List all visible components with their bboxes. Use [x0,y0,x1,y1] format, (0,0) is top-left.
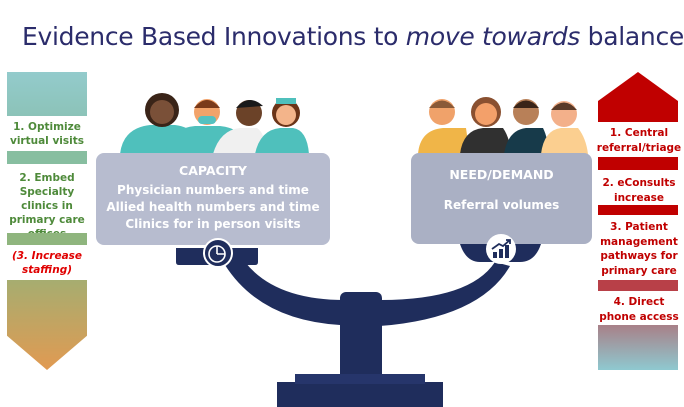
left-arrow-top-block [7,72,87,116]
slide-title: Evidence Based Innovations to move towar… [22,22,684,51]
demand-box: NEED/DEMAND Referral volumes [411,153,592,244]
title-emphasis: move towards [405,22,581,51]
right-arrow-segment [598,157,678,170]
right-arrow-segment [598,205,678,215]
demand-line: Referral volumes [443,198,560,212]
scale-post [340,292,382,397]
right-arrow-base [598,325,678,370]
patients-illustration [418,97,588,154]
right-item-2: 2. eConsults increase [602,177,676,204]
scale-right-arm [380,262,510,326]
healthcare-workers-illustration [120,93,309,154]
scale-base [277,382,443,407]
capacity-box: CAPACITY Physician numbers and time Alli… [96,153,330,245]
growth-chart-icon [486,234,516,264]
capacity-line: Allied health numbers and time [106,200,320,214]
capacity-line: Physician numbers and time [117,183,309,197]
title-text-end: balance [580,22,684,51]
demand-heading: NEED/DEMAND [449,167,554,182]
left-item-1: 1. Optimize virtual visits [9,121,85,147]
right-item-1: 1. Central referral/triage [596,127,682,154]
pie-chart-icon [203,238,233,268]
right-arrow-segment [598,280,678,291]
left-item-3-proposed: (3. Increase staffing) [11,250,83,276]
scale-left-arm [225,262,345,325]
capacity-heading: CAPACITY [179,163,247,178]
right-item-4: 4. Direct phone access [599,296,679,323]
left-arrow-segment [7,233,87,245]
left-arrow-segment [7,151,87,164]
title-text: Evidence Based Innovations to [22,22,406,51]
scale-base-top [295,374,425,384]
capacity-line: Clinics for in person visits [125,217,301,231]
right-item-3: 3. Patient management pathways for prima… [600,221,678,277]
